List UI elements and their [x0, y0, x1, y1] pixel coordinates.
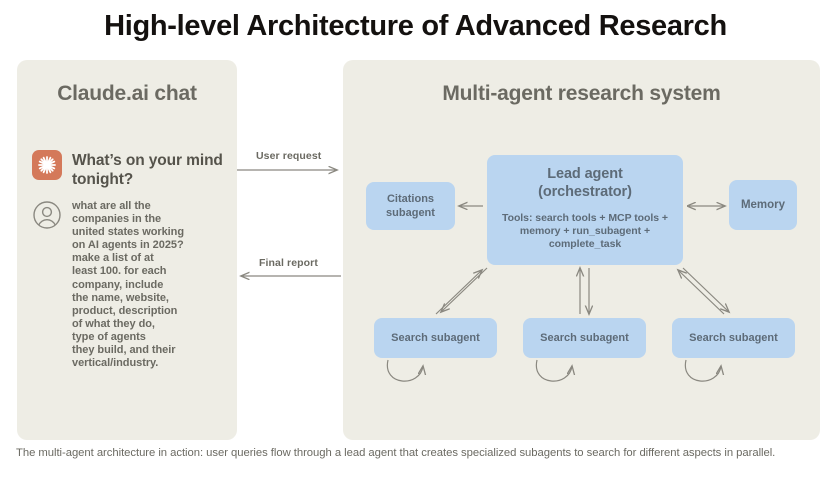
user-message-text: what are all the companies in the united… [72, 200, 185, 370]
claude-chat-panel: Claude.ai chat What’s on your [17, 60, 237, 440]
lead-agent-tools: Tools: search tools + MCP tools + memory… [502, 212, 668, 250]
user-message-row: what are all the companies in the united… [32, 198, 228, 370]
assistant-message-text: What’s on your mind tonight? [72, 152, 223, 188]
lead-agent-title: Lead agent (orchestrator) [538, 166, 632, 200]
claude-chat-panel-title: Claude.ai chat [57, 82, 197, 105]
final-report-label: Final report [259, 257, 318, 269]
citations-subagent-node[interactable]: Citations subagent [366, 182, 455, 230]
figure-caption: The multi-agent architecture in action: … [16, 447, 776, 459]
search-subagent-node-3[interactable]: Search subagent [672, 318, 795, 358]
search-subagent-node-1[interactable]: Search subagent [374, 318, 497, 358]
multi-agent-system-panel-title: Multi-agent research system [442, 82, 721, 105]
claude-logo-icon [32, 150, 62, 180]
lead-agent-node[interactable]: Lead agent (orchestrator) Tools: search … [487, 155, 683, 265]
memory-node[interactable]: Memory [729, 180, 797, 230]
user-request-label: User request [256, 150, 322, 162]
search-subagent-node-2[interactable]: Search subagent [523, 318, 646, 358]
assistant-message-row: What’s on your mind tonight? [32, 150, 228, 189]
user-avatar-icon [33, 201, 61, 229]
page-title: High-level Architecture of Advanced Rese… [104, 10, 727, 42]
